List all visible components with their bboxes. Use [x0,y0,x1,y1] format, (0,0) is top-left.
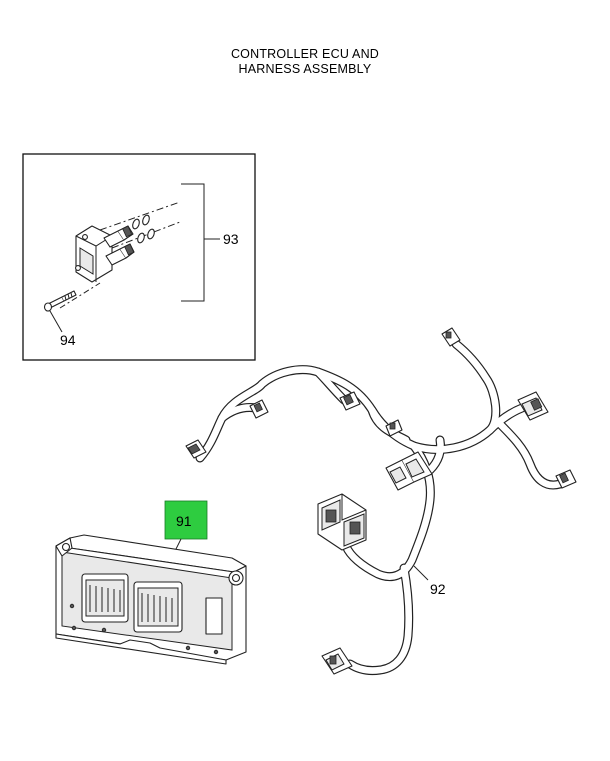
connector-right-end [555,469,577,489]
bracket-93 [181,183,205,302]
connector-upper-mid [339,391,361,411]
leader-94 [49,310,63,333]
connector-mid [385,419,403,437]
callout-94: 94 [60,332,76,348]
callout-91: 91 [176,513,192,529]
connector-large [317,493,367,551]
title-line-1: CONTROLLER ECU AND [230,47,380,61]
o-rings [132,214,155,244]
title-line-2: HARNESS ASSEMBLY [238,62,372,76]
connector-upper-left [249,399,269,419]
connector-top-right [441,327,461,347]
axis-line-upper [99,201,181,231]
diagram-title: CONTROLLER ECU AND HARNESS ASSEMBLY [0,47,610,77]
ecu-connector-right [133,581,183,633]
ecu-controller: 91 [55,500,247,665]
wiring-harness: 92 [185,327,577,675]
connector-left-end [185,439,207,459]
callout-92: 92 [430,581,446,597]
mounting-bolt [43,290,77,312]
inset-detail: 93 [22,153,256,361]
inset-frame [22,153,256,361]
axis-line-bolt [59,282,101,309]
highlight-box-91 [164,500,208,540]
connector-center-pair [385,451,433,491]
ecu-connector-left [81,573,129,623]
callout-93: 93 [223,231,239,247]
solenoid-valve [75,225,135,283]
connector-right-pair [517,391,549,421]
leader-92 [413,565,429,581]
axis-line-lower [111,221,181,249]
connector-bottom [321,647,353,675]
